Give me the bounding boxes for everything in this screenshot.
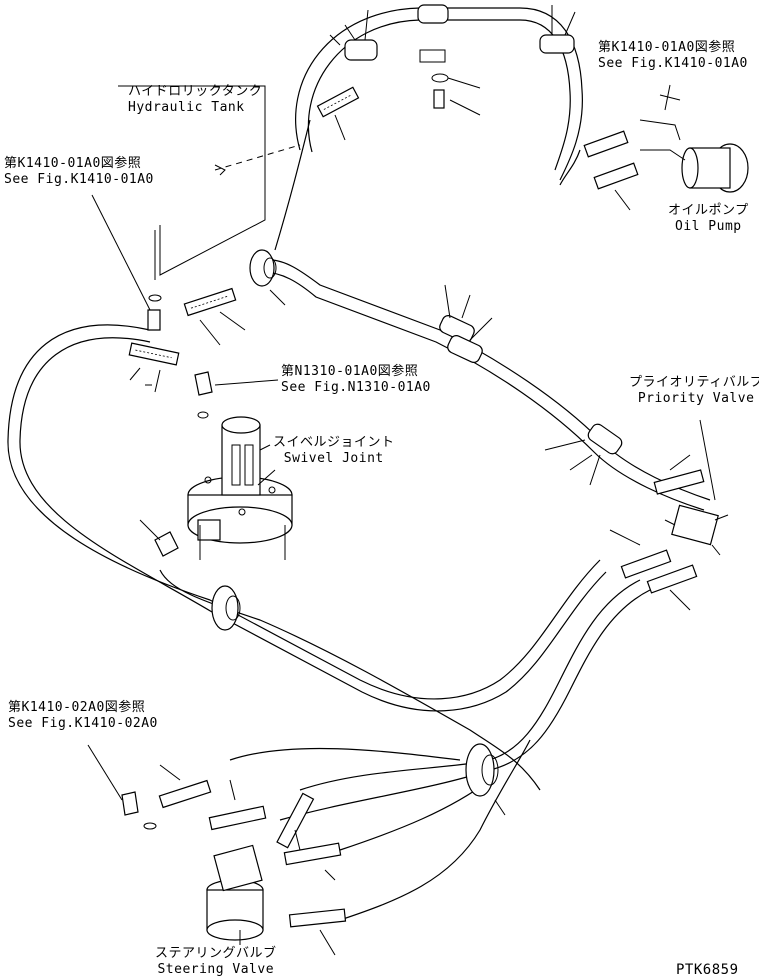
- priority-valve-part: [664, 419, 729, 556]
- priority-valve-label: プライオリティバルブ Priority Valve: [629, 375, 759, 407]
- swivel-joint-label: スイベルジョイント Swivel Joint: [273, 435, 395, 467]
- swivel-joint-part: [187, 416, 293, 560]
- hydraulic-tank-label-en: Hydraulic Tank: [128, 100, 245, 115]
- reference-bottom-left-en: See Fig.K1410-02A0: [8, 716, 158, 731]
- priority-valve-label-jp: プライオリティバルブ: [629, 375, 759, 390]
- mid-clamps: [439, 284, 623, 486]
- elbow-fittings: [121, 230, 213, 830]
- priority-valve-label-en: Priority Valve: [637, 391, 755, 406]
- drawing-id: PTK6859: [676, 962, 739, 978]
- oil-pump-part: [639, 94, 749, 193]
- reference-middle: 第N1310-01A0図参照 See Fig.N1310-01A0: [281, 364, 431, 396]
- hydraulic-tank-label-jp: ハイドロリックタンク: [128, 84, 263, 99]
- top-clamp-assembly: [329, 4, 576, 116]
- swivel-joint-label-en: Swivel Joint: [283, 451, 384, 466]
- steering-valve-label: ステアリングバルブ Steering Valve: [155, 946, 277, 978]
- reference-bottom-left: 第K1410-02A0図参照 See Fig.K1410-02A0: [8, 700, 158, 732]
- reference-bottom-left-jp: 第K1410-02A0図参照: [8, 700, 146, 715]
- swivel-joint-label-jp: スイベルジョイント: [273, 435, 395, 450]
- hydraulic-tank-leader: [118, 85, 301, 276]
- steering-valve-label-jp: ステアリングバルブ: [155, 946, 277, 961]
- main-hose-lines: [7, 7, 711, 921]
- reference-top-right-jp: 第K1410-01A0図参照: [598, 40, 736, 55]
- grommets: [211, 249, 506, 816]
- reference-left-en: See Fig.K1410-01A0: [4, 172, 154, 187]
- steering-valve-part: [206, 844, 264, 945]
- oil-pump-label-en: Oil Pump: [675, 219, 742, 234]
- reference-left-jp: 第K1410-01A0図参照: [4, 156, 142, 171]
- reference-left: 第K1410-01A0図参照 See Fig.K1410-01A0: [4, 156, 154, 188]
- reference-top-right: 第K1410-01A0図参照 See Fig.K1410-01A0: [598, 40, 748, 72]
- hose-fittings: [128, 86, 705, 956]
- reference-middle-jp: 第N1310-01A0図参照: [281, 364, 419, 379]
- reference-middle-en: See Fig.N1310-01A0: [281, 380, 431, 395]
- steering-valve-label-en: Steering Valve: [157, 962, 275, 977]
- label-leader-lines: [87, 84, 671, 801]
- hydraulic-tank-label: ハイドロリックタンク Hydraulic Tank: [128, 84, 262, 116]
- oil-pump-label-jp: オイルポンプ: [668, 203, 749, 218]
- reference-top-right-en: See Fig.K1410-01A0: [598, 56, 748, 71]
- oil-pump-label: オイルポンプ Oil Pump: [668, 203, 749, 235]
